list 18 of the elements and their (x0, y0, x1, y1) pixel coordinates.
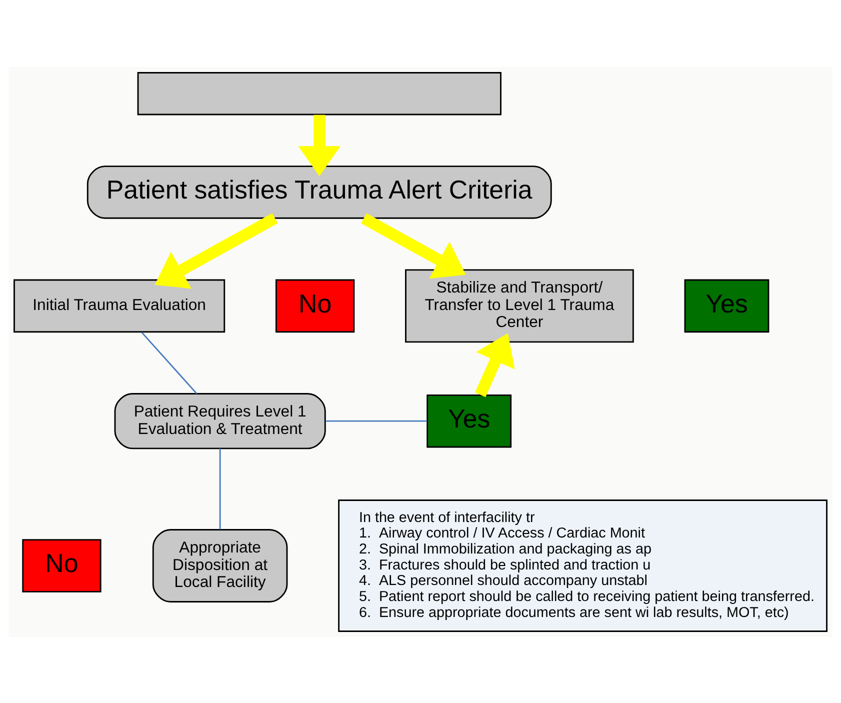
node-box (137, 72, 502, 115)
node-box: Appropriate Disposition at Local Facility (152, 528, 288, 602)
arrow (475, 332, 515, 397)
node-box: Patient Requires Level 1 Evaluation & Treatment (114, 392, 326, 449)
node-box: Yes (684, 278, 770, 332)
connector (141, 331, 198, 394)
node-box: Stabilize and Transport/ Transfer to Level 1 Trauma Center (405, 268, 634, 342)
node-box: In the event of interfacility tr 1. Airway control / IV Access / Cardiac Monit 2. Spinal Immobilization and packaging as ap 3. Fractures should be splinted and traction u 4. ALS personnel should accompany unstabl 5. Patient report should be called to receiving patient being transferred. 6. Ensure appropriate documents are sent wi lab results, MOT, etc) (338, 499, 828, 632)
arrow (298, 114, 341, 176)
node-box: Yes (426, 394, 512, 448)
arrow (361, 212, 466, 278)
connector (219, 448, 221, 529)
arrow (154, 212, 278, 288)
node-box: Initial Trauma Evaluation (14, 278, 226, 332)
node-box: No (22, 538, 102, 592)
node-box: Patient satisfies Trauma Alert Criteria (86, 165, 552, 218)
node-box: No (275, 278, 355, 332)
connector (326, 420, 428, 422)
